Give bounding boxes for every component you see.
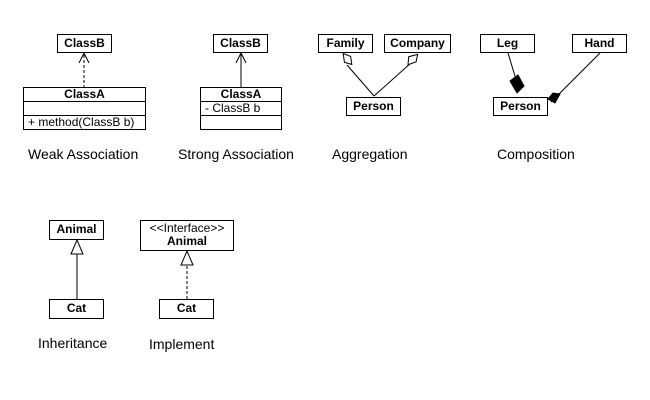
composition-leg-label: Leg: [496, 36, 519, 50]
strong-association-caption: Strong Association: [178, 146, 294, 162]
weak-association-classa-method: + method(ClassB b): [28, 116, 135, 129]
weak-association-classb-box: ClassB: [57, 34, 112, 53]
weak-association-classa-attributes: [24, 102, 145, 116]
implement-interface-label: Animal: [166, 234, 207, 248]
aggregation-caption: Aggregation: [332, 146, 408, 162]
composition-filled-diamond-hand: [547, 92, 561, 104]
aggregation-family-box: Family: [318, 34, 373, 53]
strong-association-classb-box: ClassB: [213, 34, 268, 53]
aggregation-family-label: Family: [326, 36, 365, 50]
composition-person-box: Person: [493, 97, 548, 116]
implement-interface-box: <<Interface>> Animal: [140, 220, 234, 251]
strong-association-classa-box: ClassA - ClassB b: [200, 87, 282, 130]
strong-association-classa-attribute: - ClassB b: [201, 102, 281, 116]
implement-interface-stereotype: <<Interface>>: [149, 221, 225, 235]
inheritance-hollow-triangle: [70, 238, 84, 255]
aggregation-line-company: [373, 61, 413, 97]
weak-association-open-arrowhead: [78, 51, 90, 64]
composition-hand-label: Hand: [584, 36, 615, 50]
aggregation-person-label: Person: [353, 99, 394, 113]
weak-association-classb-label: ClassB: [64, 36, 105, 50]
implement-hollow-triangle: [180, 249, 194, 266]
aggregation-company-box: Company: [384, 34, 451, 53]
aggregation-company-label: Company: [390, 36, 445, 50]
aggregation-hollow-diamond-company: [407, 53, 419, 66]
weak-association-caption: Weak Association: [28, 146, 139, 162]
inheritance-cat-label: Cat: [66, 301, 87, 315]
implement-cat-box: Cat: [159, 299, 214, 319]
implement-caption: Implement: [149, 336, 215, 352]
composition-filled-diamond-leg: [509, 74, 525, 94]
inheritance-animal-label: Animal: [56, 222, 97, 236]
implement-cat-label: Cat: [176, 301, 197, 315]
composition-caption: Composition: [497, 146, 575, 162]
composition-leg-box: Leg: [480, 34, 535, 53]
strong-association-classa-name: ClassA: [201, 88, 281, 102]
inheritance-cat-box: Cat: [49, 299, 104, 319]
aggregation-line-family: [346, 64, 375, 97]
strong-association-classb-label: ClassB: [220, 36, 261, 50]
aggregation-hollow-diamond-family: [342, 52, 353, 66]
strong-association-classa-methods: [201, 116, 281, 130]
composition-hand-box: Hand: [572, 34, 627, 53]
weak-association-classa-name: ClassA: [24, 88, 145, 102]
composition-person-label: Person: [500, 99, 541, 113]
strong-association-open-arrowhead: [235, 51, 247, 64]
inheritance-animal-box: Animal: [49, 220, 104, 240]
aggregation-person-box: Person: [346, 97, 401, 116]
weak-association-classa-box: ClassA + method(ClassB b): [23, 87, 146, 130]
inheritance-caption: Inheritance: [38, 335, 108, 351]
